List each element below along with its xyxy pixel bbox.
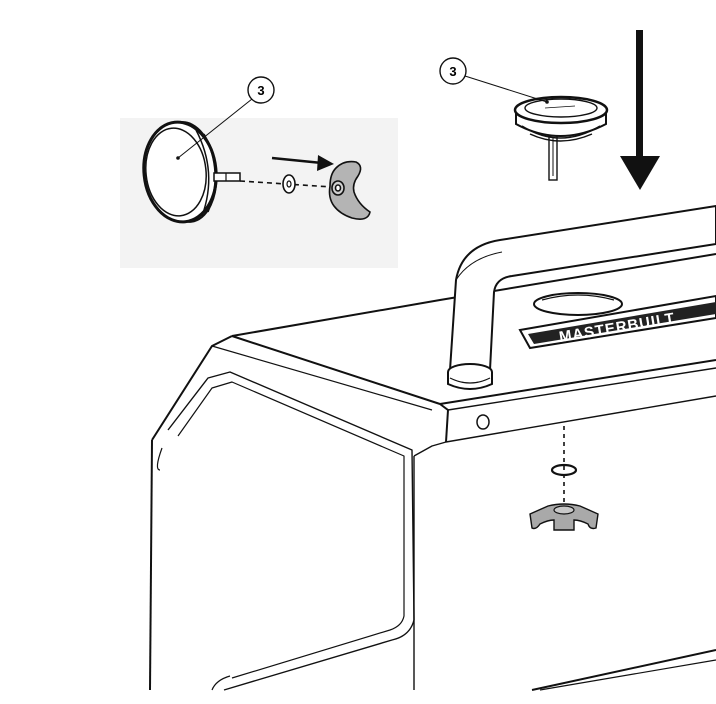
insert-direction-arrow — [620, 30, 660, 190]
lid-handle — [447, 204, 716, 390]
callout-3-top-label: 3 — [449, 64, 456, 79]
lid-wing-nut — [529, 503, 599, 531]
inset-wing-nut — [328, 160, 371, 220]
smoker-body — [149, 253, 716, 691]
inset-direction-arrow — [271, 156, 323, 165]
inset-washer — [282, 174, 296, 194]
lid-screw — [476, 414, 490, 430]
callout-3-inset: 3 — [176, 76, 275, 160]
lid-washer — [550, 463, 578, 477]
top-thermometer — [513, 95, 609, 181]
inset-gauge-face — [145, 127, 207, 217]
callout-3-inset-label: 3 — [257, 83, 264, 98]
inset-thermometer-assembly — [142, 120, 334, 224]
callout-3-top: 3 — [439, 57, 549, 104]
thermometer-hole — [533, 292, 623, 316]
lid-wing-nut-assembly — [529, 426, 599, 531]
inset-gauge-stem — [213, 172, 241, 182]
